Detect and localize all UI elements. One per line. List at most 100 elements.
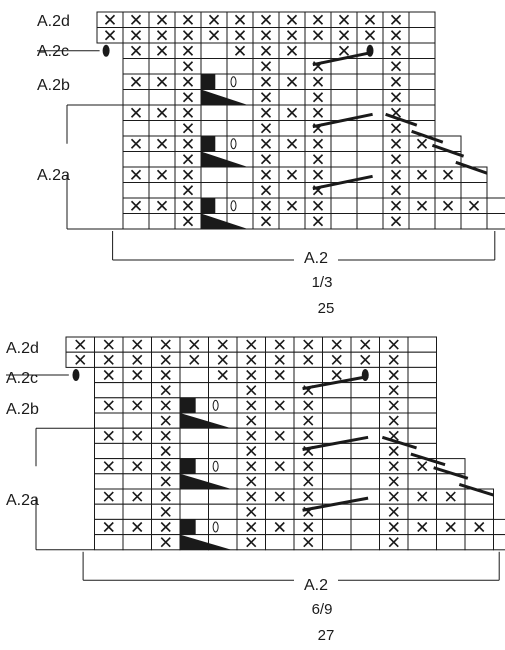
cross-stitch-symbol [303, 430, 314, 441]
diagonal-line-symbol [431, 143, 465, 158]
chart-cell [94, 412, 124, 429]
chart-cell [265, 412, 295, 429]
yarn-over-symbol [361, 369, 369, 381]
cross-stitch-symbol [160, 400, 171, 411]
chart-cell [94, 382, 124, 399]
cross-stitch-symbol [468, 200, 480, 211]
cross-stitch-symbol [286, 169, 298, 180]
chart-cell [408, 151, 436, 168]
cross-stitch-symbol [331, 354, 342, 365]
cross-stitch-symbol [312, 30, 324, 41]
cross-stitch-symbol [182, 61, 194, 72]
cross-stitch-symbol [303, 400, 314, 411]
chart-cell [436, 534, 466, 551]
cross-stitch-symbol [234, 14, 246, 25]
triangle-decrease-symbol [201, 89, 248, 105]
chart-cell [356, 73, 384, 90]
label-a2b: A.2b [6, 401, 39, 418]
chart-cell [408, 58, 436, 75]
chart-cell [464, 534, 494, 551]
cross-stitch-symbol [130, 14, 142, 25]
chart-a2-diagram-1: A.2d A.2c A.2b A.2a A.2 1/3 25 [37, 11, 505, 317]
chart-cell [148, 120, 176, 137]
chart-cell [350, 534, 380, 551]
cross-stitch-symbol [260, 200, 272, 211]
cross-stitch-symbol [246, 369, 257, 381]
chart-cell [356, 213, 384, 230]
footer-sizes: 6/9 [312, 601, 333, 618]
chart-cell [460, 182, 488, 199]
cross-stitch-symbol [388, 415, 399, 426]
cross-stitch-symbol [274, 461, 285, 472]
chart-cell [200, 166, 228, 183]
cross-stitch-symbol [417, 491, 428, 502]
cross-stitch-symbol [417, 461, 428, 472]
cross-stitch-symbol [286, 76, 298, 87]
chart-cell [122, 382, 152, 399]
cross-stitch-symbol [390, 30, 402, 41]
chart-cell [407, 366, 437, 384]
chart-cell [486, 213, 505, 230]
diagonal-line-symbol [385, 112, 418, 127]
cross-stitch-symbol [390, 123, 402, 134]
chart-cell [460, 213, 488, 230]
chart-cell [356, 89, 384, 106]
cross-stitch-symbol [474, 521, 485, 533]
chart-cell [94, 503, 124, 520]
chart-cell [330, 89, 358, 106]
chart-cell [356, 197, 384, 214]
cross-stitch-symbol [130, 30, 142, 41]
chart-cell [278, 58, 306, 75]
cross-stitch-symbol [246, 537, 257, 548]
chart-cell [408, 104, 436, 121]
cross-stitch-symbol [390, 76, 402, 87]
cross-stitch-symbol [274, 430, 285, 441]
chart-cell [148, 58, 176, 75]
cross-stitch-symbol [390, 92, 402, 103]
cross-stitch-symbol [103, 354, 114, 365]
yarn-over-symbol [72, 369, 80, 381]
chart-cell [208, 427, 238, 444]
cross-stitch-symbol [331, 369, 342, 381]
chart-cell [122, 473, 152, 490]
chart-symbols [102, 14, 488, 229]
chart-cell [265, 442, 295, 460]
label-a2c: A.2c [6, 370, 38, 387]
cross-stitch-symbol [312, 92, 324, 103]
triangle-decrease-symbol [180, 473, 232, 489]
chart-cell [122, 151, 150, 168]
chart-cell [179, 503, 209, 520]
cross-stitch-symbol [246, 339, 257, 350]
chart-cell [436, 503, 466, 520]
cross-stitch-symbol [103, 461, 114, 472]
cross-stitch-symbol [445, 521, 456, 533]
cross-stitch-symbol [388, 445, 399, 457]
label-a2a: A.2a [6, 492, 39, 509]
chart-cell [350, 503, 380, 520]
chart-cell [226, 104, 254, 121]
chart-row-labels: A.2d A.2c A.2b A.2a [37, 13, 70, 184]
cross-stitch-symbol [132, 461, 143, 472]
cross-stitch-symbol [132, 354, 143, 365]
diagonal-line-symbol [312, 174, 373, 191]
cross-stitch-symbol [160, 339, 171, 350]
cross-stitch-symbol [160, 491, 171, 502]
cross-stitch-symbol [286, 138, 298, 149]
chart-cell [179, 488, 209, 505]
chart-cell [464, 503, 494, 520]
black-square-symbol [180, 519, 196, 535]
cross-stitch-symbol [246, 415, 257, 426]
chart-cell [322, 412, 352, 429]
chart-symbols [72, 339, 494, 550]
cross-stitch-symbol [156, 45, 168, 56]
cross-stitch-symbol [303, 354, 314, 365]
chart-cell [356, 182, 384, 199]
label-a2d: A.2d [6, 340, 39, 357]
cross-stitch-symbol [338, 30, 350, 41]
chart-cell [278, 120, 306, 137]
cross-stitch-symbol [303, 476, 314, 487]
cross-stitch-symbol [260, 92, 272, 103]
cross-stitch-symbol [388, 339, 399, 350]
chart-cell [122, 120, 150, 137]
chart-cell [350, 518, 380, 536]
